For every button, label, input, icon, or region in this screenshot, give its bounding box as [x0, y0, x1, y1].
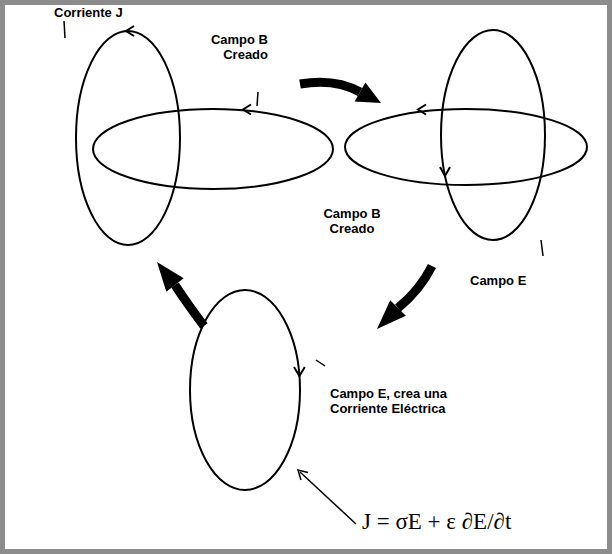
cycle-arrow: [300, 82, 360, 92]
e-field-loop: [441, 30, 545, 240]
leader-line: [257, 92, 258, 106]
equation: J = σE + ε ∂E/∂t: [362, 509, 511, 535]
e-field-loop: [190, 290, 300, 490]
leader-line: [541, 240, 543, 256]
current-loop: [76, 31, 180, 245]
cycle-arrowhead: [377, 300, 406, 329]
current-label: Corriente J: [54, 5, 123, 20]
cycle-arrowhead: [355, 82, 381, 103]
cycle-arrow: [175, 285, 204, 326]
cycle-arrow: [398, 266, 432, 308]
leader-arrow: [300, 472, 356, 524]
leader-line: [64, 21, 65, 38]
leader-arrowhead: [298, 470, 308, 480]
loop-arrowhead: [440, 167, 450, 176]
loop-arrowhead: [294, 367, 305, 376]
leader-line: [316, 360, 325, 366]
note-label: Campo E, crea una Corriente Eléctrica: [330, 386, 482, 416]
loop-arrowhead: [243, 105, 251, 115]
loop-arrowhead: [418, 105, 426, 115]
b-field-loop: [93, 109, 333, 189]
field-label: Campo E: [470, 273, 526, 288]
b-field-loop: [345, 109, 587, 185]
cycle-arrowhead: [157, 262, 184, 292]
field-label: Campo B Creado: [180, 32, 268, 62]
field-label: Campo B Creado: [309, 206, 395, 236]
loop-arrowhead: [126, 26, 134, 36]
